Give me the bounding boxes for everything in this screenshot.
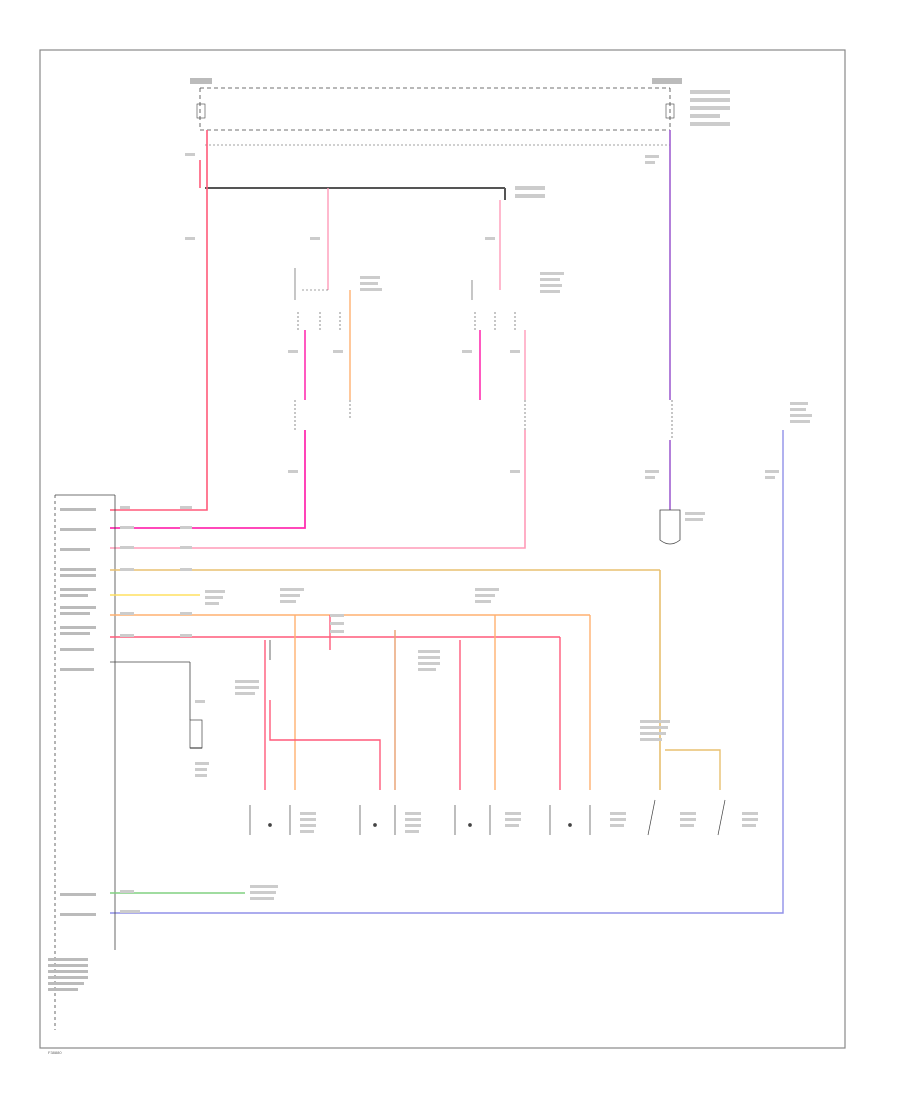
- diagram-frame: [39, 49, 846, 1049]
- wire-red-main: [110, 130, 208, 511]
- connector-group-2: [471, 280, 526, 430]
- fuse-left: [196, 103, 206, 119]
- footer-code: F38880: [48, 1050, 62, 1055]
- ground-device: [189, 719, 203, 749]
- lamp-component: [659, 509, 681, 545]
- top-power-bus: [190, 78, 730, 146]
- lower-labels: [120, 506, 758, 913]
- switch-row: [249, 799, 726, 836]
- wire-blue: [110, 430, 784, 914]
- wire-pink-2: [110, 430, 526, 549]
- fuse-right: [665, 103, 675, 119]
- control-module: [48, 494, 116, 1030]
- connector-group-1: [294, 268, 351, 430]
- wire-magenta-1: [110, 430, 306, 529]
- label-blocks: [185, 153, 812, 521]
